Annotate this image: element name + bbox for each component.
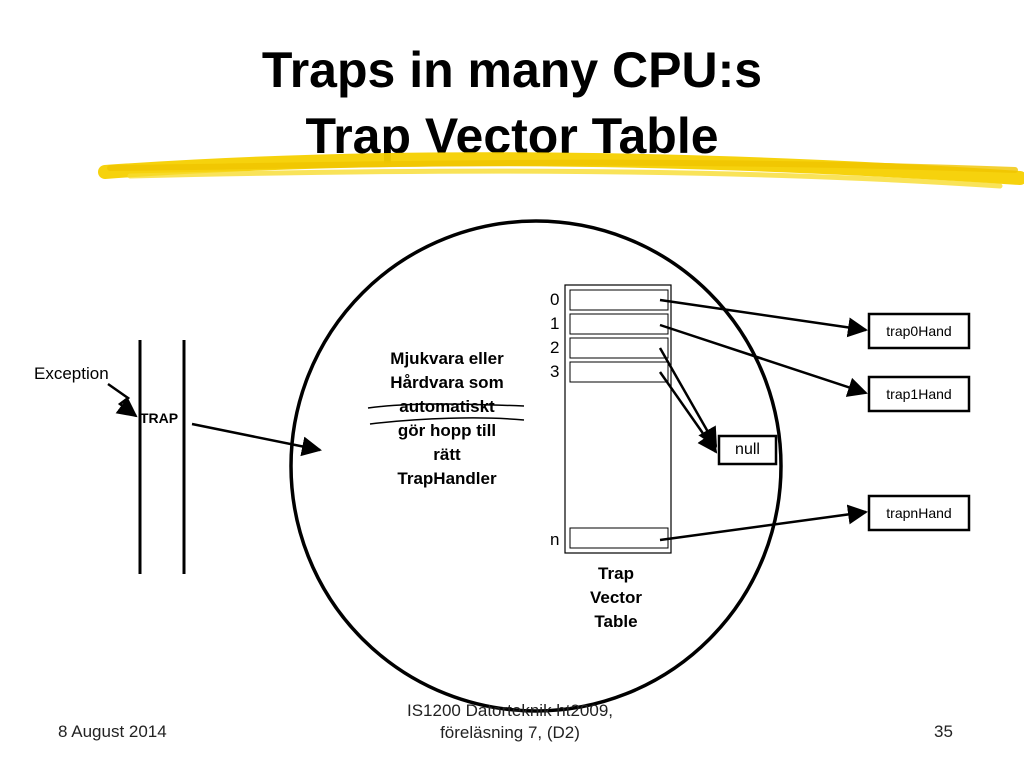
description-line: Hårdvara som xyxy=(390,373,504,392)
exception-bolt-icon xyxy=(107,382,138,418)
pointer-arrow-3 xyxy=(658,371,718,454)
table-slot-0 xyxy=(569,289,669,311)
table-index-0: 0 xyxy=(550,290,560,309)
footer-course-line: IS1200 Datorteknik ht2009, xyxy=(406,701,614,720)
table-index-n: n xyxy=(550,530,560,549)
handler-box-trapn xyxy=(867,494,971,532)
table-caption-line: Vector xyxy=(590,588,642,607)
table-index-3: 3 xyxy=(550,362,560,381)
description-line: Mjukvara eller xyxy=(390,349,504,368)
handler-trapn-label: trapnHand xyxy=(886,505,952,521)
pointer-arrow-0 xyxy=(659,298,868,338)
handler-box-trap1 xyxy=(867,375,971,413)
description-line: TrapHandler xyxy=(397,469,497,488)
table-caption: Trap Vector Table xyxy=(570,562,662,634)
footer-course-line: föreläsning 7, (D2) xyxy=(440,723,580,742)
table-slot-2 xyxy=(569,337,669,359)
handler-trap1-label: trap1Hand xyxy=(886,386,952,402)
exception-label: Exception xyxy=(34,364,109,383)
handler-trap0-label: trap0Hand xyxy=(886,323,952,339)
trap-vector-table xyxy=(564,284,672,554)
handler-box-null xyxy=(717,434,778,466)
pointer-arrow-n xyxy=(659,504,868,542)
handler-null-label: null xyxy=(735,441,760,458)
table-caption-line: Trap xyxy=(598,564,634,583)
footer-page-number: 35 xyxy=(934,722,953,741)
description-text: Mjukvara eller Hårdvara som automatiskt … xyxy=(352,347,542,491)
strike-line-bottom xyxy=(369,417,525,425)
pointer-arrow-1 xyxy=(659,323,868,397)
trap-label: TRAP xyxy=(140,410,179,426)
footer-date: 8 August 2014 xyxy=(58,722,167,741)
table-slot-n xyxy=(569,527,669,549)
system-circle xyxy=(289,219,783,713)
table-slot-1 xyxy=(569,313,669,335)
table-caption-line: Table xyxy=(594,612,638,631)
footer-course: IS1200 Datorteknik ht2009, föreläsning 7… xyxy=(360,700,660,744)
table-index-2: 2 xyxy=(550,338,560,357)
pointer-arrow-2 xyxy=(658,347,718,448)
strike-line-top xyxy=(367,403,525,409)
table-index-1: 1 xyxy=(550,314,560,333)
description-line: rätt xyxy=(433,445,461,464)
description-line: automatiskt xyxy=(399,397,495,416)
table-slot-3 xyxy=(569,361,669,383)
title-highlight-stroke xyxy=(98,152,1024,189)
description-line: gör hopp till xyxy=(397,421,497,440)
handler-box-trap0 xyxy=(867,312,971,350)
slide-title-line1: Traps in many CPU:s xyxy=(261,42,763,98)
trap-arrow xyxy=(191,422,322,457)
